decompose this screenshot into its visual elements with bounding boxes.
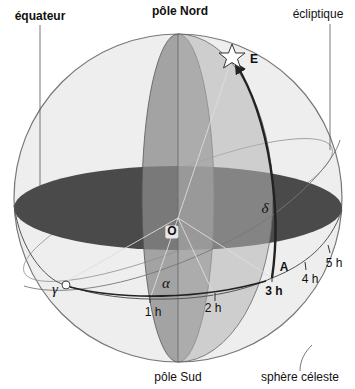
center-label: O [165, 225, 178, 238]
star-label: E [250, 53, 258, 66]
declination-arc [236, 64, 275, 278]
ecliptic-circle [24, 140, 340, 290]
pole-label: pôle Nord [152, 5, 208, 18]
point-label: A [280, 261, 289, 274]
radius-lines [62, 58, 272, 299]
pole-label: pôle Sud [154, 371, 201, 384]
hour-label: 5 h [326, 257, 343, 270]
hour-label: 3 h [265, 285, 282, 298]
hour-circle-plane [178, 34, 273, 362]
equator-circle [14, 205, 342, 299]
right-ascension-label: α [162, 275, 170, 292]
vernal-point-label: γ [52, 281, 58, 298]
ecliptic-label: écliptique [293, 8, 344, 21]
vernal-point [62, 281, 70, 289]
sphere-outline [14, 34, 342, 362]
declination-label: δ [262, 200, 269, 217]
hour-label: 4 h [302, 273, 319, 286]
hour-ticks [150, 245, 330, 303]
leader-lines [40, 24, 330, 371]
equator-label: équateur [15, 10, 66, 23]
star-symbol [219, 44, 245, 68]
sphere-label: sphère céleste [261, 371, 339, 384]
hour-label: 1 h [145, 306, 162, 319]
hour-label: 2 h [205, 302, 222, 315]
